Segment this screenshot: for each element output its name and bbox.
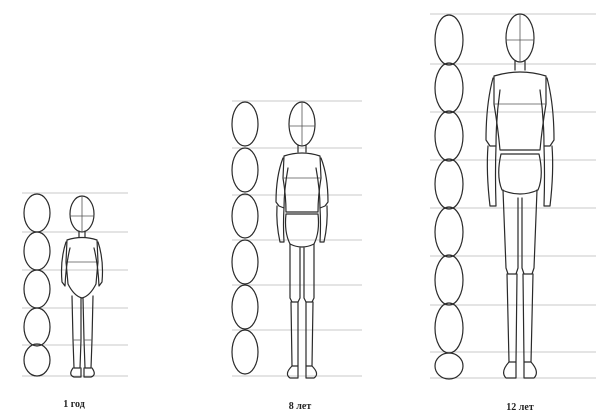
caption-1-year: 1 год	[63, 399, 85, 410]
head-unit-ellipse	[435, 303, 463, 353]
head-unit-ellipse	[435, 255, 463, 305]
child-left-thigh	[503, 190, 518, 274]
child-chest	[283, 153, 321, 212]
head-unit-ellipse-partial	[435, 353, 463, 379]
child-right-leg	[83, 296, 93, 368]
child-left-thigh	[290, 244, 300, 302]
child-right-foot	[524, 362, 536, 378]
child-torso	[66, 238, 98, 299]
child-left-shin	[291, 302, 298, 366]
head-unit-ellipse	[232, 148, 258, 192]
head-unit-ellipse	[24, 270, 50, 308]
head-unit-ellipse	[24, 344, 50, 376]
head-unit-ellipse	[232, 285, 258, 329]
caption-8-years: 8 лет	[289, 401, 312, 412]
head-unit-ellipse	[232, 330, 258, 374]
caption-12-years: 12 лет	[506, 402, 534, 413]
head-unit-ellipse	[24, 232, 50, 270]
child-right-thigh	[304, 244, 314, 302]
child-right-forearm	[320, 206, 327, 242]
figure-1-head-stack	[24, 194, 50, 376]
child-left-leg	[72, 296, 81, 368]
figure-12-years: 12 лет	[430, 14, 596, 413]
child-right-shin	[523, 274, 533, 362]
child-chest	[494, 72, 546, 150]
child-right-forearm	[544, 146, 553, 206]
child-left-forearm	[487, 146, 496, 206]
figure-1-body	[62, 196, 103, 377]
child-pelvis	[286, 214, 319, 247]
child-left-shin	[507, 274, 517, 362]
head-unit-ellipse	[232, 240, 258, 284]
child-left-forearm	[277, 206, 284, 242]
head-unit-ellipse	[435, 159, 463, 209]
figure-3-body	[486, 14, 554, 378]
child-right-shin	[306, 302, 313, 366]
head-unit-ellipse	[435, 207, 463, 257]
head-unit-ellipse	[435, 111, 463, 161]
head-unit-ellipse	[232, 102, 258, 146]
figure-3-guide-lines	[430, 14, 596, 378]
figure-1-year: 1 год	[22, 193, 128, 410]
head-unit-ellipse	[24, 194, 50, 232]
head-unit-ellipse	[232, 194, 258, 238]
head-unit-ellipse	[435, 15, 463, 65]
child-left-foot	[504, 362, 516, 378]
child-right-thigh	[522, 190, 537, 274]
head-unit-ellipse	[24, 308, 50, 346]
figure-3-head-stack	[435, 15, 463, 379]
figure-2-head-stack	[232, 102, 258, 374]
head-unit-ellipse	[435, 63, 463, 113]
figure-8-years: 8 лет	[232, 101, 362, 412]
figure-1-guide-lines	[22, 193, 128, 376]
